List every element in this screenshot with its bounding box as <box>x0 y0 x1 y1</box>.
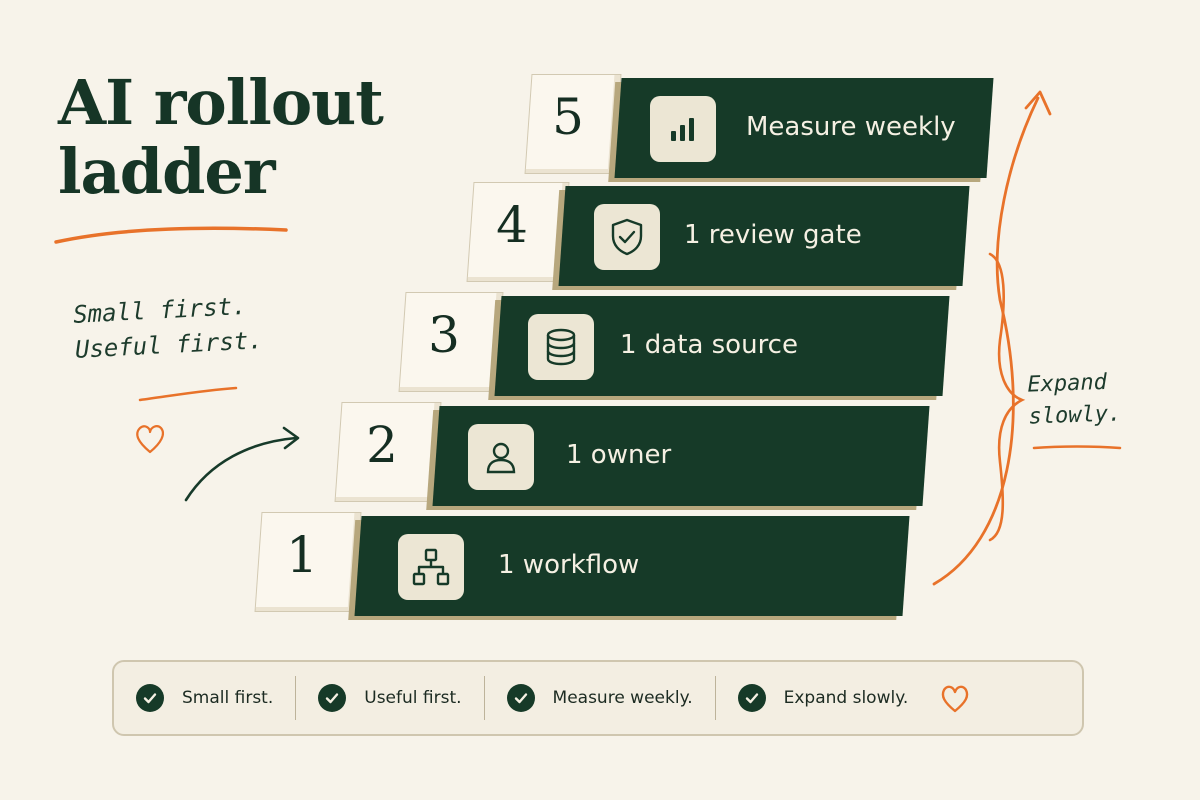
title-line-2: ladder <box>58 135 276 209</box>
title-underline <box>54 226 288 244</box>
left-handwritten-note: Small first. Useful first. <box>72 288 263 367</box>
database-icon <box>528 314 594 380</box>
right-note-line-1: Expand <box>1027 369 1108 398</box>
right-note-line-2: slowly. <box>1028 401 1122 430</box>
step-number: 4 <box>496 196 528 254</box>
principles-bar: Small first. Useful first. Measure weekl… <box>112 660 1084 736</box>
heart-icon <box>136 425 165 454</box>
principle-item: Useful first. <box>295 676 483 720</box>
step-number: 5 <box>552 88 584 146</box>
step-number: 2 <box>366 416 398 474</box>
right-handwritten-note: Expand slowly. <box>1027 366 1122 433</box>
workflow-hierarchy-icon <box>398 534 464 600</box>
ladder-step-1: 1 1 workflow <box>254 512 910 616</box>
check-circle-icon <box>737 684 766 712</box>
principle-item: Measure weekly. <box>483 676 715 720</box>
principle-label: Expand slowly. <box>783 688 909 708</box>
brace <box>988 252 1026 542</box>
start-arrow <box>184 436 298 502</box>
user-icon <box>468 424 534 490</box>
principle-label: Useful first. <box>364 688 462 708</box>
ladder-step-2: 2 1 owner <box>334 402 930 506</box>
ladder-step-3: 3 1 data source <box>398 292 950 396</box>
step-label: 1 data source <box>620 330 798 360</box>
check-circle-icon <box>506 684 535 712</box>
title-line-1: AI rollout <box>58 66 384 139</box>
step-number: 3 <box>428 306 460 364</box>
step-label: 1 workflow <box>498 550 640 580</box>
check-circle-icon <box>318 684 347 712</box>
right-note-underline <box>1032 445 1122 450</box>
principle-item: Small first. <box>114 676 295 720</box>
step-label: 1 owner <box>566 440 672 470</box>
principle-label: Measure weekly. <box>552 688 693 708</box>
step-number: 1 <box>286 526 318 584</box>
step-label: 1 review gate <box>684 220 862 250</box>
note-underline <box>138 386 238 402</box>
bar-chart-icon <box>650 96 716 162</box>
page-title: AI rollout ladder <box>58 66 384 209</box>
step-label: Measure weekly <box>746 112 956 142</box>
heart-icon <box>941 685 969 713</box>
principle-label: Small first. <box>182 688 274 708</box>
shield-check-icon <box>594 204 660 270</box>
ladder-step-5: 5 Measure weekly <box>524 74 994 178</box>
check-circle-icon <box>136 684 164 712</box>
principle-item: Expand slowly. <box>714 676 995 720</box>
ladder-step-4: 4 1 review gate <box>466 182 970 286</box>
